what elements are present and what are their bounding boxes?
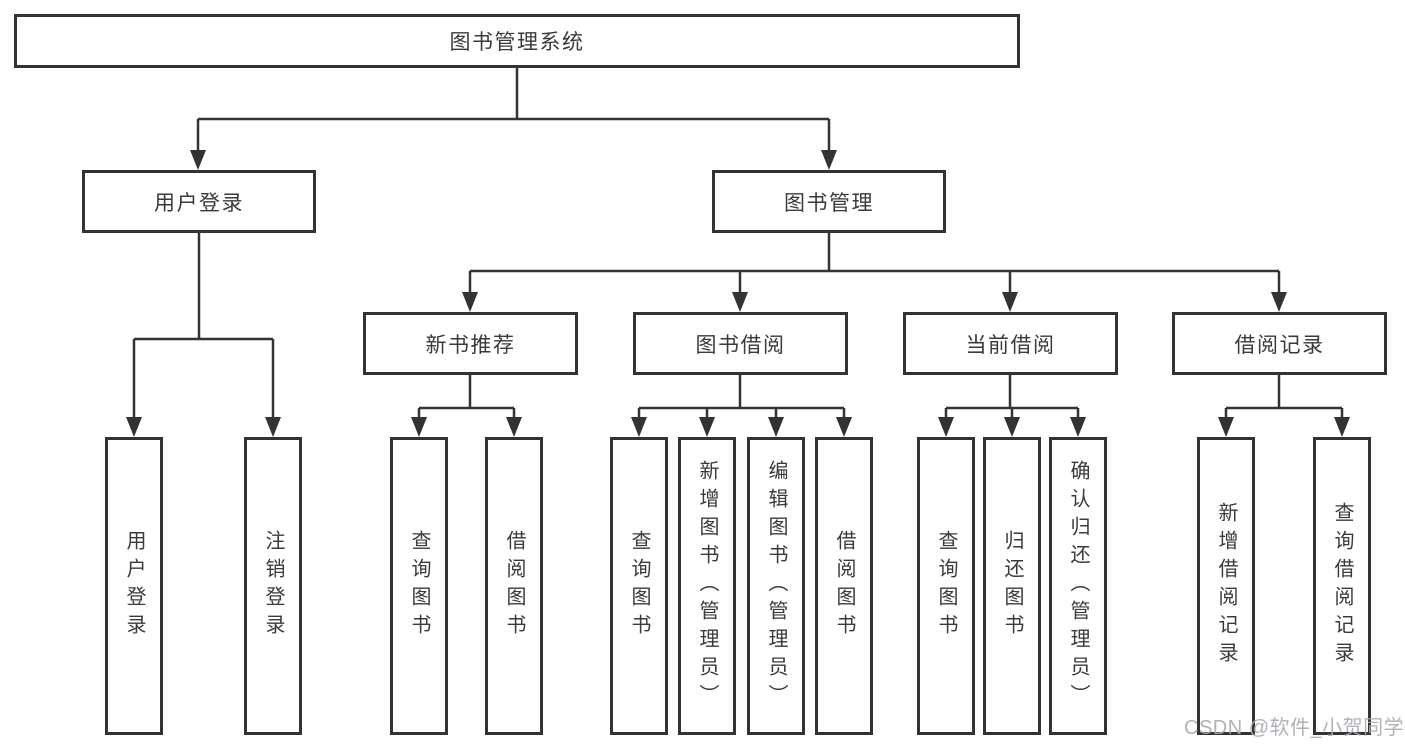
node-label: 当前借阅	[965, 333, 1056, 357]
node-label: 借阅图书	[833, 530, 855, 642]
node-label: 查询图书	[628, 530, 650, 642]
node-root: 图书管理系统	[14, 14, 1020, 68]
node-borrow-records: 借阅记录	[1172, 312, 1387, 375]
leaf-query-borrow-record: 查询借阅记录	[1313, 437, 1371, 735]
leaf-edit-book-admin: 编辑图书（管理员）	[747, 437, 805, 735]
leaf-confirm-return-admin: 确认归还（管理员）	[1049, 437, 1107, 735]
node-book-management: 图书管理	[712, 170, 946, 233]
node-label: 查询图书	[408, 530, 430, 642]
node-label: 新增图书（管理员）	[696, 460, 718, 712]
node-book-borrow: 图书借阅	[633, 312, 848, 375]
node-label: 新增借阅记录	[1215, 502, 1237, 670]
node-label: 查询借阅记录	[1331, 502, 1353, 670]
node-current-borrow: 当前借阅	[903, 312, 1118, 375]
arrowheads	[126, 150, 1350, 437]
leaf-borrow-books-1: 借阅图书	[485, 437, 543, 735]
node-label: 新书推荐	[425, 333, 516, 357]
node-user-login: 用户登录	[82, 170, 316, 233]
node-label: 图书借阅	[695, 333, 786, 357]
node-label: 注销登录	[262, 530, 284, 642]
node-label: 确认归还（管理员）	[1067, 460, 1089, 712]
node-label: 归还图书	[1001, 530, 1023, 642]
leaf-add-borrow-record: 新增借阅记录	[1197, 437, 1255, 735]
node-label: 用户登录	[154, 191, 244, 215]
node-label: 借阅记录	[1234, 333, 1325, 357]
node-label: 查询图书	[935, 530, 957, 642]
node-label: 图书管理	[784, 191, 874, 215]
leaf-return-book: 归还图书	[983, 437, 1041, 735]
leaf-add-book-admin: 新增图书（管理员）	[678, 437, 736, 735]
leaf-query-books-2: 查询图书	[610, 437, 668, 735]
leaf-logout: 注销登录	[244, 437, 302, 735]
node-label: 用户登录	[123, 530, 145, 642]
node-new-book-recommend: 新书推荐	[363, 312, 578, 375]
leaf-query-books-3: 查询图书	[917, 437, 975, 735]
node-label: 编辑图书（管理员）	[765, 460, 787, 712]
leaf-query-books-1: 查询图书	[390, 437, 448, 735]
watermark: CSDN @软件_小贺同学	[1184, 717, 1405, 739]
node-label: 图书管理系统	[449, 31, 585, 54]
leaf-borrow-books-2: 借阅图书	[815, 437, 873, 735]
leaf-user-login: 用户登录	[105, 437, 163, 735]
node-label: 借阅图书	[503, 530, 525, 642]
